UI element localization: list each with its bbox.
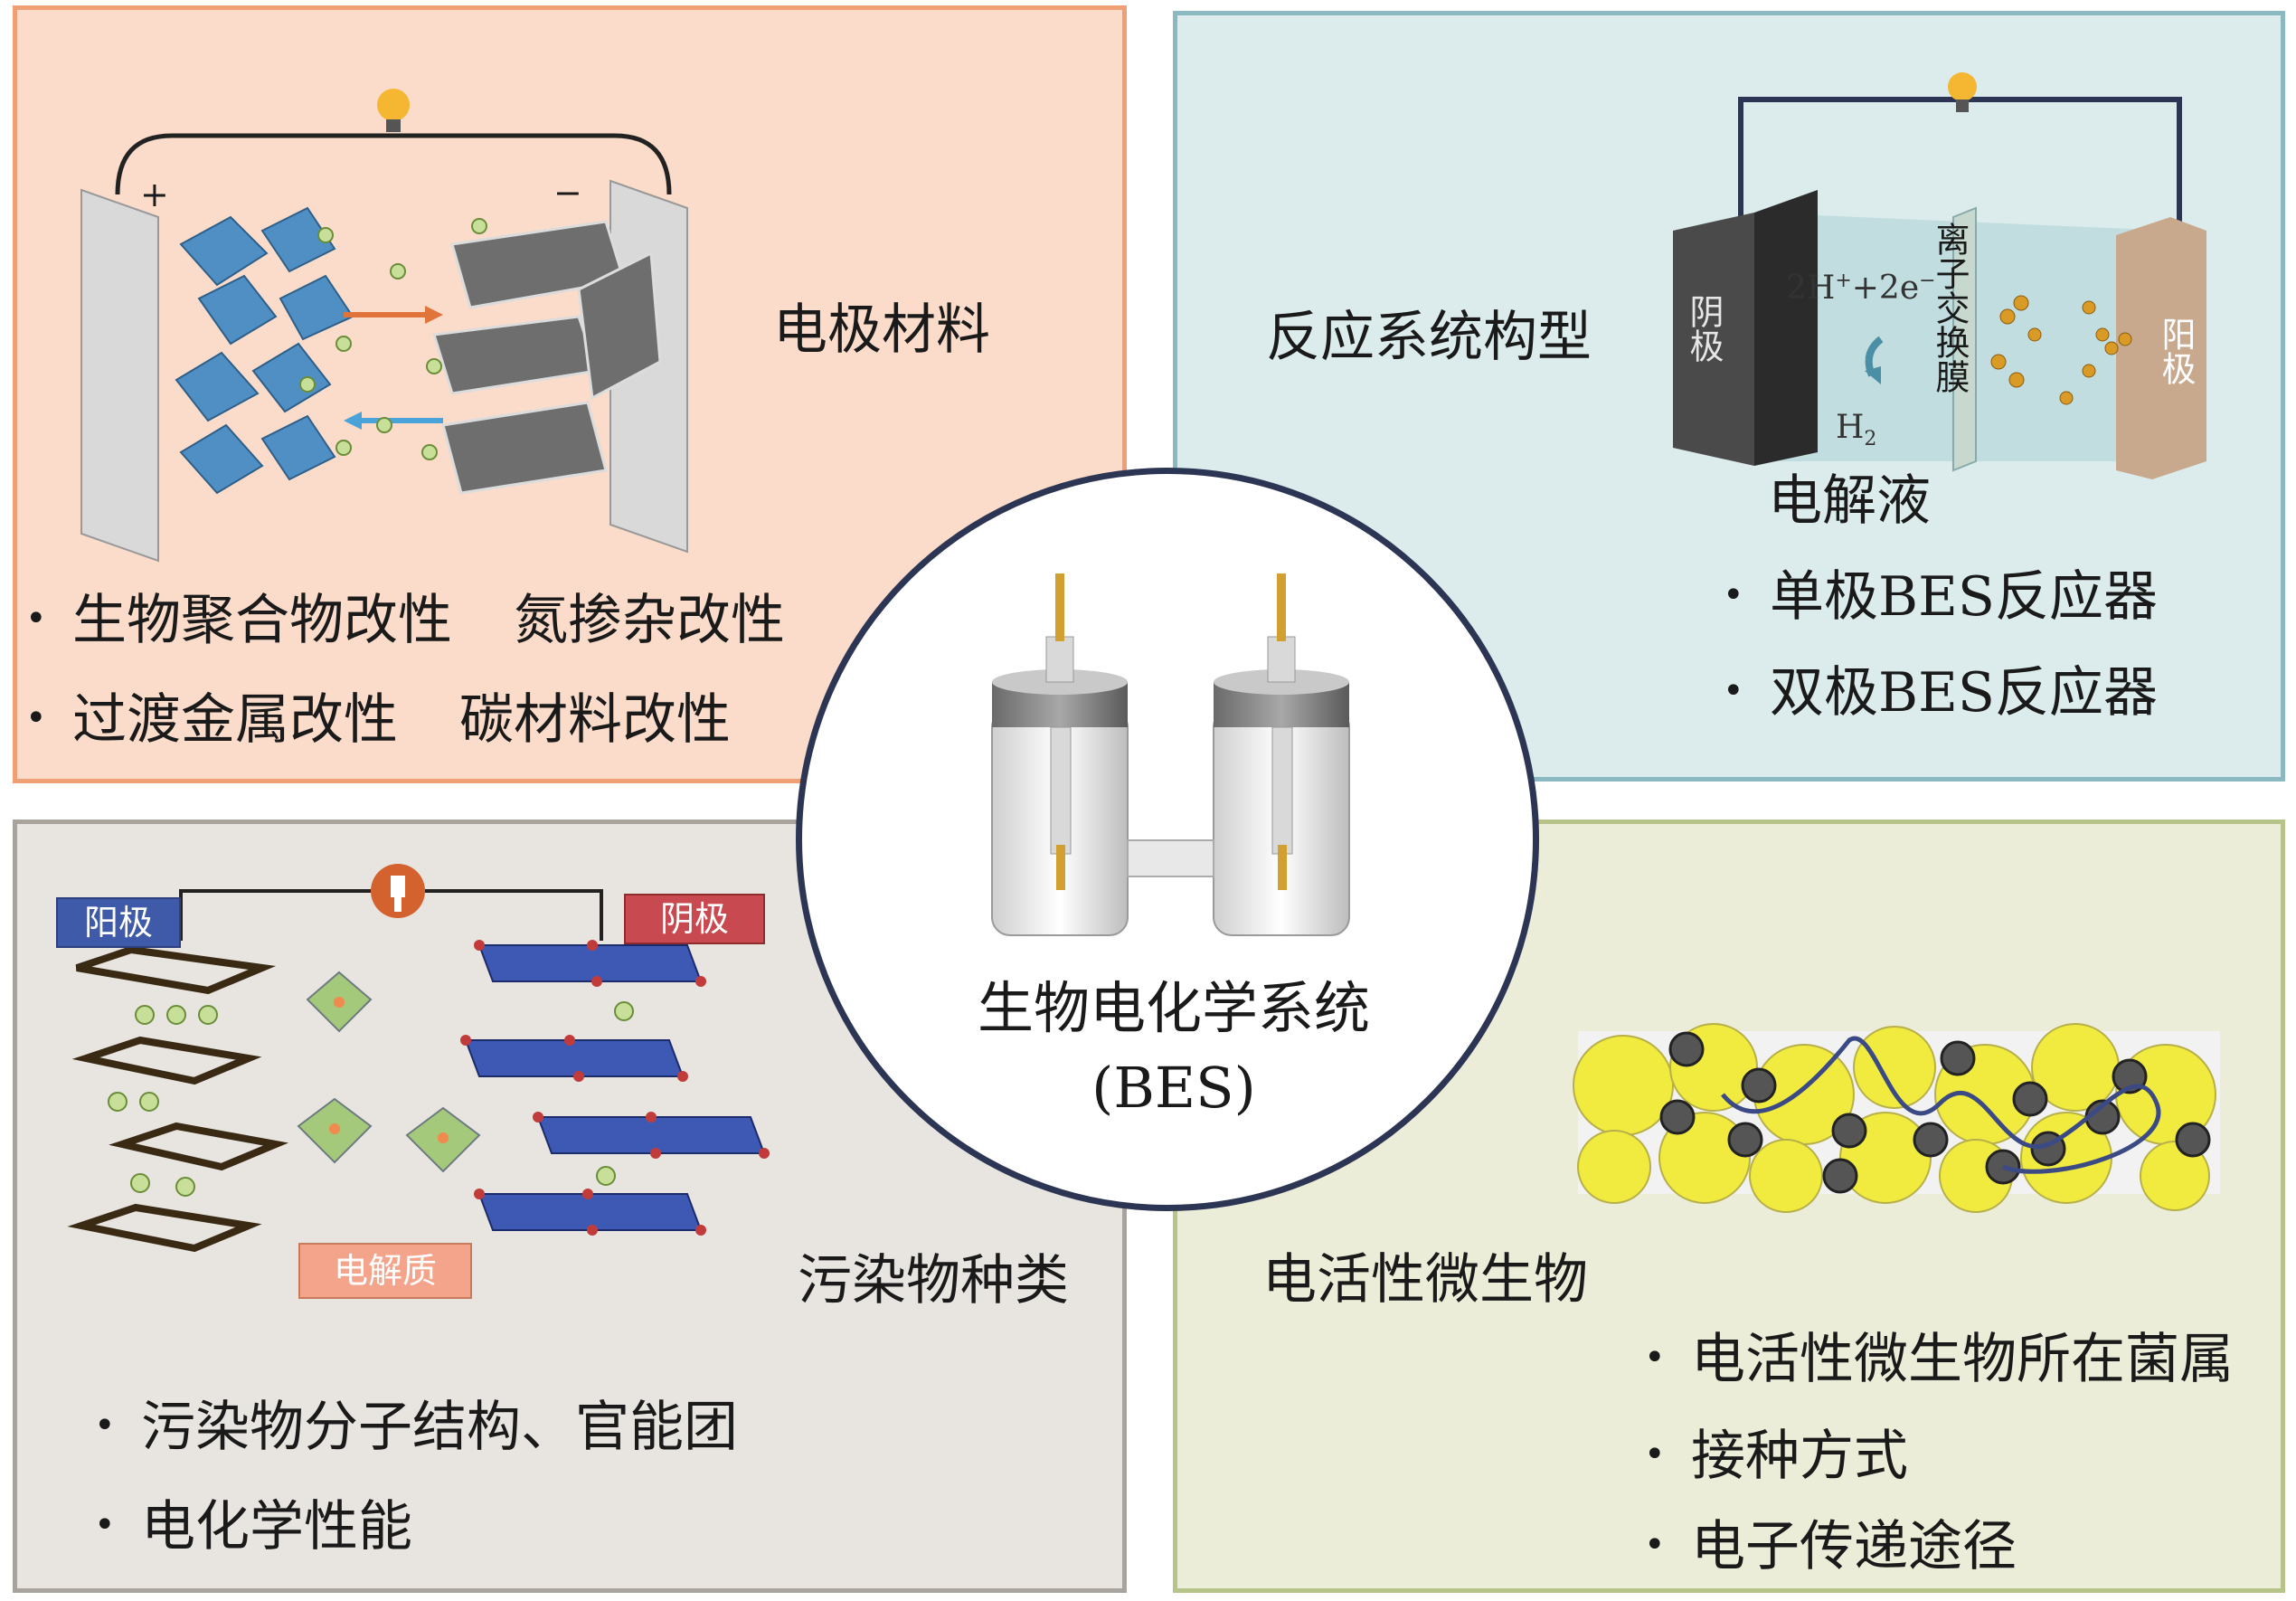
center-subtitle: (BES): [1091, 1055, 1256, 1121]
power-plug-icon: [371, 864, 425, 918]
electrode-bullet-1: •生物聚合物改性氮掺杂改性: [25, 593, 785, 648]
electrode-materials-title: 电极材料: [773, 298, 990, 362]
microbes-title: 电活性微生物: [1262, 1248, 1588, 1312]
reaction-sup-minus: −: [1919, 270, 1936, 292]
cathode-label: 阴极: [1684, 294, 1724, 363]
reaction-equation: 2H++2e−: [1786, 271, 1936, 305]
product-h2: H2: [1836, 412, 1876, 450]
microbes-bullet-2-text: 接种方式: [1691, 1425, 1908, 1488]
product-sub: 2: [1864, 428, 1877, 451]
membrane-label: 离子交换膜: [1930, 222, 1970, 393]
pollutants-bullet-2-text: 电化学性能: [141, 1495, 412, 1558]
reaction-sup-plus: +: [1835, 270, 1852, 292]
microbes-bullet-2: •接种方式: [1644, 1429, 1908, 1483]
light-bulb-icon: [377, 89, 410, 132]
bullet-dot: •: [1644, 1434, 1666, 1476]
electrode-bullet-1-b: 氮掺杂改性: [514, 589, 785, 652]
pollutants-bullet-1: •污染物分子结构、官能团: [94, 1400, 738, 1454]
reactor-bullet-2: •双极BES反应器: [1723, 666, 2158, 720]
microbes-bullet-3-text: 电子传递途径: [1691, 1515, 2017, 1578]
bullet-dot: •: [94, 1405, 116, 1447]
bullet-dot: •: [1644, 1524, 1666, 1567]
electrode-bullet-2-a: 过渡金属改性: [72, 688, 398, 752]
electrolyte-label: 电解液: [1768, 469, 1931, 533]
reactor-bullet-2-text: 双极BES反应器: [1770, 661, 2158, 725]
negative-sign: −: [553, 173, 582, 213]
anode-label: 阳极: [2156, 317, 2196, 385]
microbe-illustration: [1573, 1023, 2220, 1213]
electrode-battery-illustration: [80, 89, 688, 563]
bes-center-circle: 生物电化学系统 (BES): [796, 468, 1539, 1211]
pollutants-bullet-1-text: 污染物分子结构、官能团: [141, 1396, 738, 1459]
reactor-bullet-1-text: 单极BES反应器: [1770, 565, 2158, 629]
electrode-bullet-2: •过渡金属改性碳材料改性: [25, 693, 731, 747]
reaction-h: 2H: [1786, 270, 1836, 307]
microbes-bullet-3: •电子传递途径: [1644, 1520, 2017, 1574]
pollutants-bullet-2: •电化学性能: [94, 1500, 412, 1554]
cathode-tag: 阴极: [624, 894, 765, 944]
bullet-dot: •: [94, 1504, 116, 1547]
reaction-mid: +2e: [1851, 270, 1920, 307]
electrolyte-tag: 电解质: [298, 1243, 472, 1299]
microbes-bullet-1-text: 电活性微生物所在菌属: [1691, 1328, 2234, 1391]
bullet-dot: •: [1723, 670, 1744, 713]
product-h: H: [1836, 409, 1865, 446]
electrode-bullet-1-a: 生物聚合物改性: [72, 589, 452, 652]
bullet-dot: •: [1723, 574, 1744, 617]
center-title: 生物电化学系统: [977, 975, 1370, 1041]
positive-sign: +: [140, 175, 169, 214]
bes-reactor-icon: [991, 573, 1350, 936]
pollutants-title: 污染物种类: [798, 1249, 1069, 1312]
pollutants-illustration: [67, 864, 770, 1253]
reactor-title: 反应系统构型: [1266, 306, 1592, 369]
light-bulb-icon: [1948, 72, 1977, 112]
anode-tag: 阳极: [56, 897, 181, 948]
electrode-bullet-2-b: 碳材料改性: [459, 688, 731, 752]
reactor-illustration: [1673, 72, 2206, 479]
bullet-dot: •: [25, 697, 47, 740]
bullet-dot: •: [1644, 1337, 1666, 1379]
bullet-dot: •: [25, 598, 47, 640]
reactor-bullet-1: •单极BES反应器: [1723, 570, 2158, 624]
microbes-bullet-1: •电活性微生物所在菌属: [1644, 1332, 2234, 1387]
